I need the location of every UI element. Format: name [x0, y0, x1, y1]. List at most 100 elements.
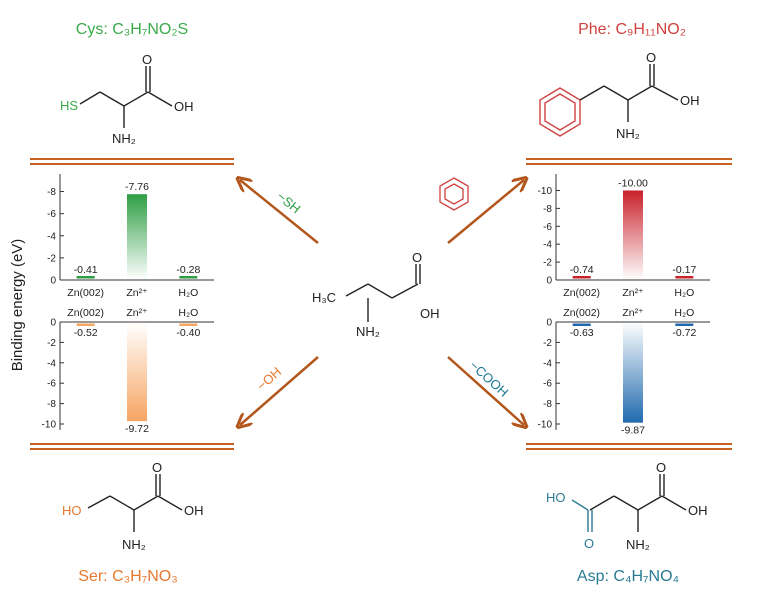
chart-ser: 0 -2 -4 -6 -8 -10 -0.52 Zn(002) -9.72 Zn²⁺ -0.40 H₂…	[42, 307, 214, 435]
arrow-to-ser	[240, 356, 319, 425]
category-label-phe: Zn²⁺	[622, 287, 644, 299]
cys-structure	[79, 66, 173, 128]
category-label-asp: H₂O	[674, 307, 694, 319]
y-tick-label-asp: -6	[543, 379, 552, 390]
bar-cys-2	[179, 276, 198, 279]
bar-ser-1	[127, 322, 147, 422]
asp-group-o-label: O	[584, 536, 594, 551]
value-label-asp: -0.63	[570, 327, 594, 339]
cys-group-label: HS	[60, 98, 78, 113]
chart-asp: 0 -2 -4 -6 -8 -10 -0.63 Zn(002) -9.87 Zn²⁺ -0.72 H₂…	[538, 307, 710, 437]
value-label-phe: -0.17	[672, 264, 696, 276]
y-tick-label-cys: -2	[47, 253, 56, 264]
y-tick-label-phe: 0	[546, 276, 552, 287]
value-label-asp: -9.87	[621, 425, 645, 437]
bar-phe-0	[572, 276, 591, 279]
center-h3c-label: H₃C	[312, 290, 336, 305]
category-label-phe: H₂O	[674, 287, 694, 299]
category-label-ser: Zn²⁺	[126, 307, 148, 319]
y-tick-label-phe: -4	[543, 240, 552, 251]
value-label-cys: -0.28	[176, 264, 200, 276]
bar-ser-0	[76, 323, 95, 326]
ser-o-label: O	[152, 460, 162, 475]
y-tick-label-ser: -8	[47, 399, 56, 410]
y-tick-label-ser: -2	[47, 338, 56, 349]
bar-phe-1	[623, 190, 643, 280]
category-label-cys: Zn²⁺	[126, 287, 148, 299]
ser-nh2-label: NH₂	[122, 537, 146, 552]
ser-title: Ser: C₃H₇NO₃	[78, 568, 177, 585]
y-tick-label-ser: 0	[50, 318, 56, 329]
value-label-ser: -0.40	[176, 327, 200, 339]
asp-title: Asp: C₄H₇NO₄	[577, 568, 679, 585]
center-structure	[345, 264, 421, 322]
ser-oh-label: OH	[184, 503, 204, 518]
asp-oh-label: OH	[688, 503, 708, 518]
category-label-cys: H₂O	[178, 287, 198, 299]
phe-nh2-label: NH₂	[616, 126, 640, 141]
cys-oh-label: OH	[174, 99, 194, 114]
cys-title: Cys: C₃H₇NO₂S	[76, 21, 188, 38]
y-tick-label-asp: 0	[546, 318, 552, 329]
arrow-to-phe	[447, 180, 524, 244]
y-tick-label-cys: 0	[50, 276, 56, 287]
phe-oh-label: OH	[680, 93, 700, 108]
category-label-asp: Zn²⁺	[622, 307, 644, 319]
asp-nh2-label: NH₂	[626, 537, 650, 552]
benzene-ring-icon	[439, 177, 469, 211]
asp-structure	[571, 474, 687, 532]
y-tick-label-asp: -4	[543, 358, 552, 369]
value-label-phe: -10.00	[618, 177, 648, 189]
y-tick-label-phe: -2	[543, 258, 552, 269]
bar-asp-1	[623, 322, 643, 423]
value-label-cys: -7.76	[125, 181, 149, 193]
cys-o-label: O	[142, 52, 152, 67]
dividers	[30, 158, 732, 450]
cys-nh2-label: NH₂	[112, 131, 136, 146]
y-tick-label-ser: -10	[42, 420, 57, 431]
y-tick-label-asp: -10	[538, 420, 553, 431]
arrow-to-cys	[240, 180, 319, 244]
arrows	[240, 180, 524, 425]
category-label-ser: H₂O	[178, 307, 198, 319]
center-oh-label: OH	[420, 306, 440, 321]
y-tick-label-phe: -8	[543, 204, 552, 215]
y-tick-label-phe: -6	[543, 222, 552, 233]
value-label-ser: -9.72	[125, 423, 149, 435]
bar-ser-2	[179, 323, 198, 326]
ser-group-label: HO	[62, 503, 82, 518]
y-axis-label: Binding energy (eV)	[9, 239, 26, 372]
category-label-asp: Zn(002)	[563, 307, 600, 319]
phe-o-label: O	[646, 50, 656, 65]
value-label-cys: -0.41	[74, 264, 98, 276]
y-tick-label-cys: -6	[47, 209, 56, 220]
y-tick-label-ser: -4	[47, 358, 56, 369]
category-label-phe: Zn(002)	[563, 287, 600, 299]
phe-title: Phe: C₉H₁₁NO₂	[578, 21, 686, 38]
arrow-to-asp	[447, 356, 524, 425]
bar-cys-1	[127, 194, 147, 280]
asp-group-label: HO	[546, 490, 566, 505]
y-tick-label-asp: -8	[543, 399, 552, 410]
center-o-label: O	[412, 250, 422, 265]
ser-structure	[87, 474, 183, 532]
value-label-ser: -0.52	[74, 327, 98, 339]
asp-o-label: O	[656, 460, 666, 475]
category-label-ser: Zn(002)	[67, 307, 104, 319]
value-label-phe: -0.74	[570, 264, 594, 276]
category-label-cys: Zn(002)	[67, 287, 104, 299]
bar-phe-2	[675, 276, 694, 279]
bar-asp-2	[675, 323, 694, 326]
center-nh2-label: NH₂	[356, 324, 380, 339]
y-tick-label-ser: -6	[47, 379, 56, 390]
bar-cys-0	[76, 276, 95, 279]
y-tick-label-asp: -2	[543, 338, 552, 349]
bar-asp-0	[572, 323, 591, 326]
value-label-asp: -0.72	[672, 327, 696, 339]
y-tick-label-phe: -10	[538, 186, 553, 197]
y-tick-label-cys: -4	[47, 231, 56, 242]
y-tick-label-cys: -8	[47, 187, 56, 198]
